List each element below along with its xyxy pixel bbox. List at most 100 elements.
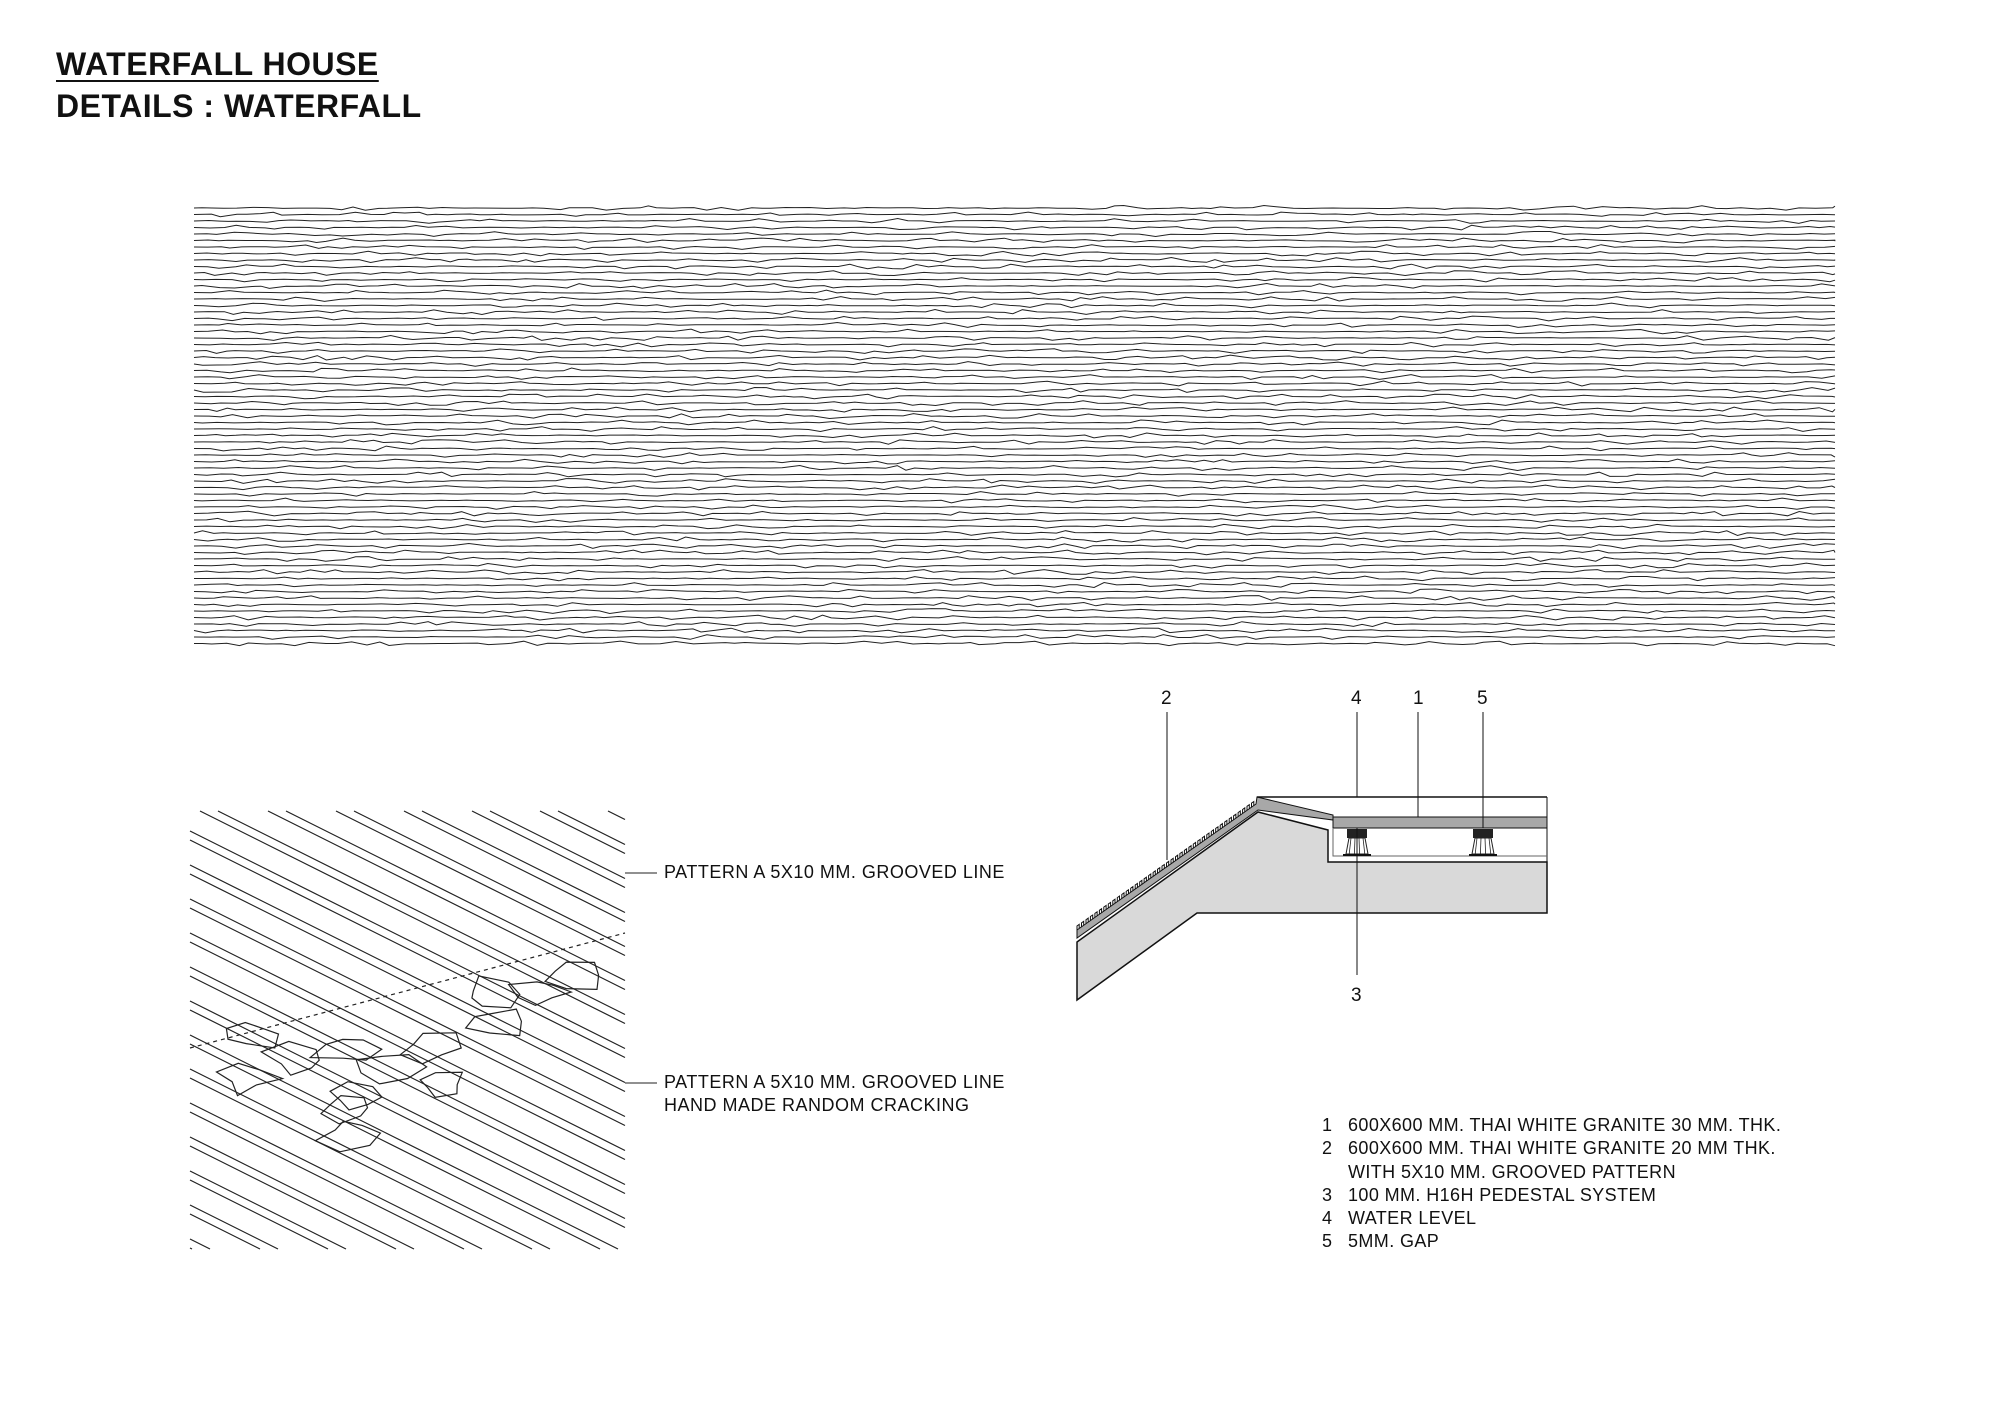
- callout-3: 3: [1351, 985, 1362, 1006]
- water-line: [193, 458, 1836, 465]
- groove-line: [217, 810, 626, 1016]
- groove-line: [199, 810, 626, 1025]
- water-line: [193, 334, 1836, 341]
- crack-chip: [543, 961, 600, 991]
- groove-line: [189, 1068, 551, 1250]
- water-line: [193, 523, 1836, 530]
- water-line: [193, 367, 1836, 374]
- groove-line: [189, 864, 626, 1084]
- water-line: [193, 341, 1836, 348]
- groove-line: [189, 1213, 261, 1250]
- pattern-label-cracking: PATTERN A 5X10 MM. GROOVED LINE HAND MAD…: [664, 1071, 1005, 1117]
- water-line: [193, 627, 1835, 634]
- legend-number: [1322, 1161, 1348, 1184]
- crack-chip: [225, 1021, 280, 1049]
- water-line: [193, 517, 1836, 523]
- legend-text: 600X600 MM. THAI WHITE GRANITE 20 MM THK…: [1348, 1138, 1776, 1159]
- groove-line: [421, 810, 626, 914]
- water-line: [193, 237, 1836, 244]
- water-line: [193, 348, 1836, 354]
- material-legend: 1 600X600 MM. THAI WHITE GRANITE 30 MM. T…: [1322, 1114, 1781, 1254]
- groove-line: [489, 810, 626, 880]
- water-line: [193, 263, 1836, 270]
- legend-number: 1: [1322, 1115, 1333, 1135]
- water-line: [193, 289, 1836, 296]
- water-line: [193, 595, 1836, 601]
- water-line: [193, 542, 1836, 550]
- callout-2: 2: [1161, 688, 1172, 709]
- legend-text: 100 MM. H16H PEDESTAL SYSTEM: [1348, 1184, 1657, 1205]
- legend-number: 4: [1322, 1208, 1333, 1229]
- pedestal: [1469, 829, 1497, 856]
- water-line: [194, 640, 1836, 647]
- groove-line: [189, 1000, 626, 1220]
- groove-line: [285, 810, 626, 982]
- groove-line: [189, 1247, 193, 1250]
- callout-5: 5: [1477, 688, 1488, 709]
- granite-tile-30mm: [1332, 816, 1548, 829]
- water-line: [193, 296, 1836, 302]
- crack-chip: [313, 1120, 382, 1153]
- water-line: [193, 614, 1836, 621]
- legend-number: 3: [1322, 1184, 1333, 1205]
- water-line: [193, 464, 1836, 472]
- groove-line: [607, 810, 626, 821]
- water-line: [193, 588, 1835, 595]
- water-line: [193, 510, 1835, 517]
- groove-line: [189, 1204, 279, 1250]
- water-line: [193, 608, 1836, 615]
- water-line: [193, 276, 1836, 283]
- groove-line: [189, 1170, 347, 1250]
- water-line: [193, 393, 1836, 400]
- water-line: [193, 601, 1836, 608]
- crack-chip: [464, 1008, 523, 1037]
- groove-line: [189, 1179, 329, 1250]
- legend-text: WITH 5X10 MM. GROOVED PATTERN: [1348, 1161, 1676, 1182]
- crack-chip: [399, 1032, 462, 1065]
- callout-1: 1: [1413, 688, 1424, 709]
- legend-item: 1 600X600 MM. THAI WHITE GRANITE 30 MM. T…: [1322, 1114, 1781, 1137]
- crack-chip: [419, 1071, 464, 1098]
- groove-line: [189, 1102, 483, 1250]
- groove-line: [267, 810, 626, 991]
- groove-line: [189, 1111, 465, 1250]
- groove-line: [189, 1043, 601, 1250]
- pedestal-rib: [1484, 837, 1486, 855]
- water-line: [193, 374, 1836, 380]
- water-line: [193, 315, 1835, 322]
- water-line: [193, 380, 1836, 387]
- groove-teeth: [1076, 800, 1255, 930]
- groove-line: [335, 810, 626, 957]
- crack-chip: [308, 1038, 383, 1061]
- groove-line: [557, 810, 626, 846]
- label-line: HAND MADE RANDOM CRACKING: [664, 1095, 970, 1115]
- water-line: [193, 504, 1836, 511]
- water-line: [193, 354, 1836, 361]
- water-line: [193, 452, 1836, 458]
- groove-line: [189, 830, 626, 1050]
- groove-line: [403, 810, 626, 923]
- groove-line: [189, 1077, 533, 1250]
- groove-line: [189, 1238, 211, 1250]
- legend-text: 600X600 MM. THAI WHITE GRANITE 30 MM. TH…: [1348, 1115, 1782, 1135]
- water-line: [193, 282, 1836, 289]
- pedestal-rib: [1362, 837, 1366, 855]
- groove-pattern-detail: [189, 810, 626, 1250]
- water-line: [193, 328, 1836, 335]
- groove-line: [471, 810, 626, 889]
- water-line: [193, 484, 1836, 491]
- water-line: [193, 211, 1836, 218]
- drawing-title: WATERFALL HOUSE: [56, 46, 379, 82]
- water-line: [193, 634, 1836, 640]
- legend-text: 5MM. GAP: [1348, 1231, 1440, 1252]
- groove-line: [189, 975, 626, 1195]
- water-line: [193, 270, 1836, 277]
- waterfall-elevation-pattern: [193, 204, 1836, 647]
- water-line: [193, 445, 1836, 452]
- crack-chip: [320, 1094, 369, 1125]
- crack-chip: [471, 975, 521, 1009]
- pedestal-rib: [1354, 837, 1356, 855]
- water-line: [193, 569, 1836, 576]
